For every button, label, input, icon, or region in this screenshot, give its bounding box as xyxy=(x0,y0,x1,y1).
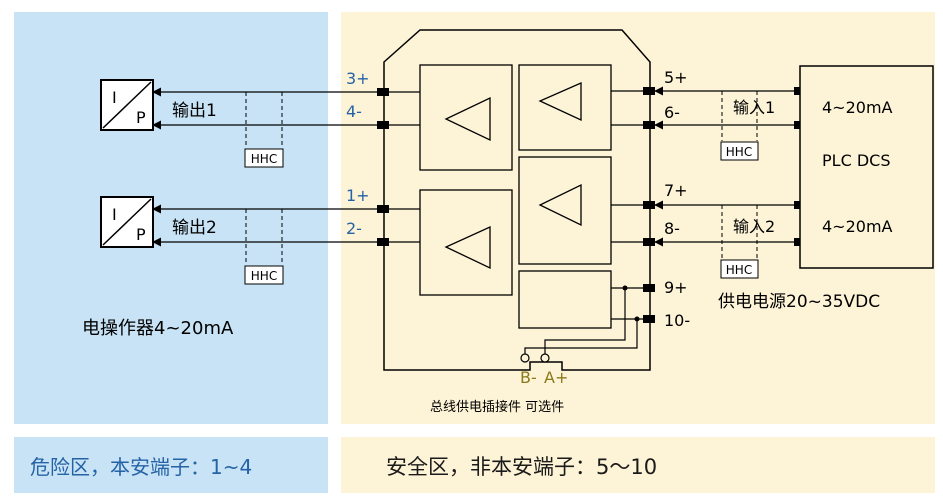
terminal-2-label: 2- xyxy=(346,219,362,238)
terminal-8-label: 8- xyxy=(664,219,680,238)
device-label: 电操作器4~20mA xyxy=(82,318,234,339)
input2-label: 输入2 xyxy=(733,217,775,236)
terminal-4-label: 4- xyxy=(346,102,362,121)
left-wires xyxy=(152,87,383,247)
hhc-box-left-2: HHC xyxy=(244,265,284,285)
svg-text:HHC: HHC xyxy=(251,269,277,283)
output2-label: 输出2 xyxy=(172,218,217,238)
barrier-modules xyxy=(419,64,612,329)
plc-input1-range: 4~20mA xyxy=(822,98,893,117)
safe-footer-text: 安全区，非本安端子：5～10 xyxy=(386,455,658,479)
ip-converter-1: I P xyxy=(100,79,154,131)
amplifier-symbols xyxy=(444,82,582,270)
hhc-box-left-1: HHC xyxy=(244,148,284,168)
power-supply-label: 供电电源20~35VDC xyxy=(718,292,880,312)
terminal-9-label: 9+ xyxy=(664,278,688,297)
hhc-box-right-2: HHC xyxy=(720,259,759,279)
hazard-terminal-labels: 3+ 4- 1+ 2- xyxy=(346,69,370,238)
terminal-10-label: 10- xyxy=(664,311,690,330)
right-wires xyxy=(654,86,794,247)
plc-dcs-label: PLC DCS xyxy=(822,151,890,170)
hazard-footer-text: 危险区，本安端子：1~4 xyxy=(30,455,253,479)
bus-a-label: A+ xyxy=(544,368,568,387)
converter-p-label: P xyxy=(136,108,146,127)
safe-area-footer: 安全区，非本安端子：5～10 xyxy=(341,437,935,493)
amplifier-icon xyxy=(538,183,582,227)
terminal-7-label: 7+ xyxy=(664,181,688,200)
internal-wires xyxy=(389,90,643,356)
terminal-1-label: 1+ xyxy=(346,186,370,205)
terminal-3-label: 3+ xyxy=(346,69,370,88)
safe-terminal-labels: 5+ 6- 7+ 8- 9+ 10- xyxy=(664,68,690,330)
hhc-dashed-right xyxy=(721,91,758,258)
converter-i-label: I xyxy=(112,88,117,107)
hhc-box-right-1: HHC xyxy=(720,141,759,161)
hazardous-area-zone xyxy=(14,12,328,424)
terminal-6-label: 6- xyxy=(664,103,680,122)
converter-i-label: I xyxy=(112,205,117,224)
svg-text:HHC: HHC xyxy=(726,263,752,277)
plc-input2-range: 4~20mA xyxy=(822,217,893,236)
bus-caption: 总线供电插接件 可选件 xyxy=(430,399,564,415)
hhc-dashed-left xyxy=(245,92,283,265)
svg-text:HHC: HHC xyxy=(726,145,752,159)
amplifier-icon xyxy=(444,96,491,142)
svg-text:HHC: HHC xyxy=(251,152,277,166)
converter-p-label: P xyxy=(136,225,146,244)
input1-label: 输入1 xyxy=(733,98,775,117)
ip-converter-2: I P xyxy=(100,196,154,248)
amplifier-icon xyxy=(538,82,582,122)
hazardous-area-footer: 危险区，本安端子：1~4 xyxy=(14,437,328,493)
output1-label: 输出1 xyxy=(172,101,217,121)
amplifier-icon xyxy=(444,225,491,270)
terminal-5-label: 5+ xyxy=(664,68,688,87)
bus-b-label: B- xyxy=(520,368,537,387)
plc-dcs-box xyxy=(799,65,934,269)
bus-connector-pins xyxy=(520,353,550,363)
